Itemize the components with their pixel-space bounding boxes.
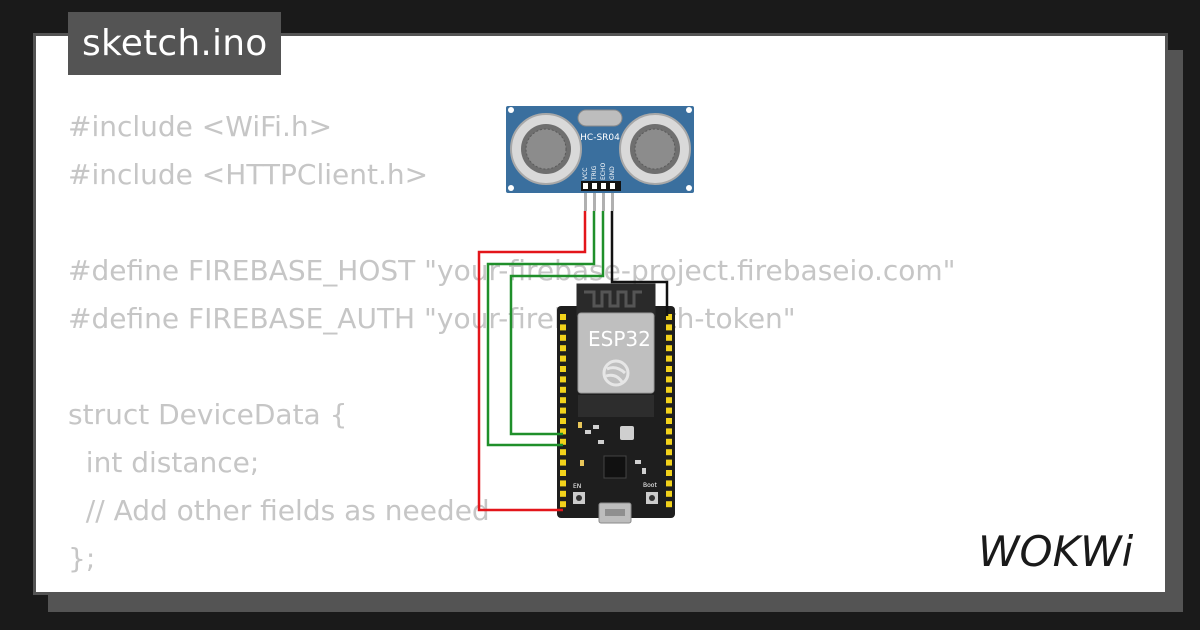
wires (477, 211, 669, 512)
boot-label: Boot (643, 482, 657, 489)
wire-vcc[interactable] (477, 211, 587, 512)
header-pin[interactable] (666, 470, 672, 476)
smd-component (635, 460, 641, 464)
smd-component (593, 425, 599, 429)
pin-label-trig: TRIG (591, 165, 598, 181)
code-line: #include <HTTPClient.h> (68, 158, 429, 191)
smd-component (578, 422, 582, 428)
header-pin[interactable] (560, 438, 566, 445)
header-pin[interactable] (666, 355, 672, 362)
header-pin[interactable] (666, 459, 672, 466)
pin-leg (602, 193, 605, 211)
mount-hole (508, 185, 514, 191)
code-line: // Add other fields as needed (68, 494, 490, 527)
pin-label-gnd: GND (609, 166, 616, 180)
pin-leg (584, 193, 587, 211)
header-pin[interactable] (560, 355, 566, 362)
header-pin[interactable] (560, 314, 566, 320)
pin-leg (611, 193, 614, 211)
header-pin[interactable] (560, 490, 566, 497)
code-line: struct DeviceData { (68, 398, 348, 431)
sensor-label: HC-SR04 (580, 133, 620, 143)
header-pin[interactable] (666, 449, 672, 456)
header-pin[interactable] (560, 480, 566, 487)
header-pin[interactable] (560, 501, 566, 508)
wire-echo[interactable] (509, 211, 605, 436)
pin-label-echo: ECHO (600, 163, 607, 180)
header-pin[interactable] (560, 386, 566, 393)
transducer-left (510, 113, 582, 185)
smd-component (585, 430, 591, 434)
header-pin[interactable] (560, 366, 566, 372)
wire-trig[interactable] (486, 211, 596, 447)
header-pin[interactable] (666, 376, 672, 383)
smd-component (598, 440, 604, 444)
pin-vcc[interactable] (583, 183, 588, 189)
mount-hole (508, 107, 514, 113)
ultrasonic-sensor[interactable]: HC-SR04 VCC TRIG ECHO GND (506, 106, 694, 211)
file-tab[interactable]: sketch.ino (68, 12, 282, 75)
code-line: #include <WiFi.h> (68, 110, 333, 143)
header-pin[interactable] (666, 397, 672, 404)
espressif-logo-icon (602, 359, 630, 387)
pin-echo[interactable] (601, 183, 606, 189)
header-pin[interactable] (560, 324, 566, 331)
header-pin[interactable] (666, 324, 672, 331)
header-pin[interactable] (666, 334, 672, 341)
header-pin[interactable] (666, 501, 672, 508)
crystal (577, 109, 623, 127)
header-pin[interactable] (560, 376, 566, 383)
wokwi-logo: WOKWi (978, 527, 1134, 576)
header-pin[interactable] (666, 438, 672, 445)
header-pin[interactable] (666, 314, 672, 320)
wifi-antenna (576, 283, 656, 317)
code-line: int distance; (68, 446, 260, 479)
en-label: EN (573, 483, 581, 490)
header-pin[interactable] (666, 345, 672, 352)
esp32-board[interactable]: ESP32 Boot EN (557, 283, 675, 524)
code-line: }; (68, 542, 96, 575)
left-pin-header (560, 314, 566, 508)
transducer-right (619, 113, 691, 185)
header-pin[interactable] (666, 386, 672, 393)
header-pin[interactable] (666, 407, 672, 414)
micro-usb-opening (605, 509, 625, 516)
header-pin[interactable] (666, 480, 672, 487)
header-pin[interactable] (560, 418, 566, 424)
boot-button-cap (649, 495, 655, 501)
en-button-cap (576, 495, 582, 501)
regulator (620, 426, 634, 440)
pin-leg (593, 193, 596, 211)
code-editor: #include <WiFi.h> #include <HTTPClient.h>… (68, 103, 956, 583)
module-label: ESP32 (588, 327, 651, 351)
wire-gnd[interactable] (610, 211, 669, 316)
logo-text: WOKWi (978, 527, 1134, 576)
code-line: #define FIREBASE_HOST "your-firebase-pro… (68, 254, 956, 287)
header-pin[interactable] (666, 490, 672, 497)
header-pin[interactable] (560, 459, 566, 466)
header-pin[interactable] (666, 366, 672, 372)
header-pin[interactable] (560, 470, 566, 476)
smd-component (642, 468, 646, 474)
module-shield-base (578, 395, 654, 417)
smd-component (580, 460, 584, 466)
header-pin[interactable] (560, 345, 566, 352)
pin-trig[interactable] (592, 183, 597, 189)
usb-uart-chip (603, 455, 627, 479)
pin-label-vcc: VCC (582, 168, 589, 180)
header-pin[interactable] (666, 428, 672, 435)
esp32-module (577, 312, 655, 394)
file-tab-label: sketch.ino (82, 23, 268, 64)
header-pin[interactable] (560, 428, 566, 435)
header-pin[interactable] (560, 407, 566, 414)
right-pin-header (666, 314, 672, 508)
header-pin[interactable] (560, 397, 566, 404)
mount-hole (686, 107, 692, 113)
header-pin[interactable] (666, 418, 672, 424)
header-pin[interactable] (560, 334, 566, 341)
mount-hole (686, 185, 692, 191)
header-pin[interactable] (560, 449, 566, 456)
pin-gnd[interactable] (610, 183, 615, 189)
